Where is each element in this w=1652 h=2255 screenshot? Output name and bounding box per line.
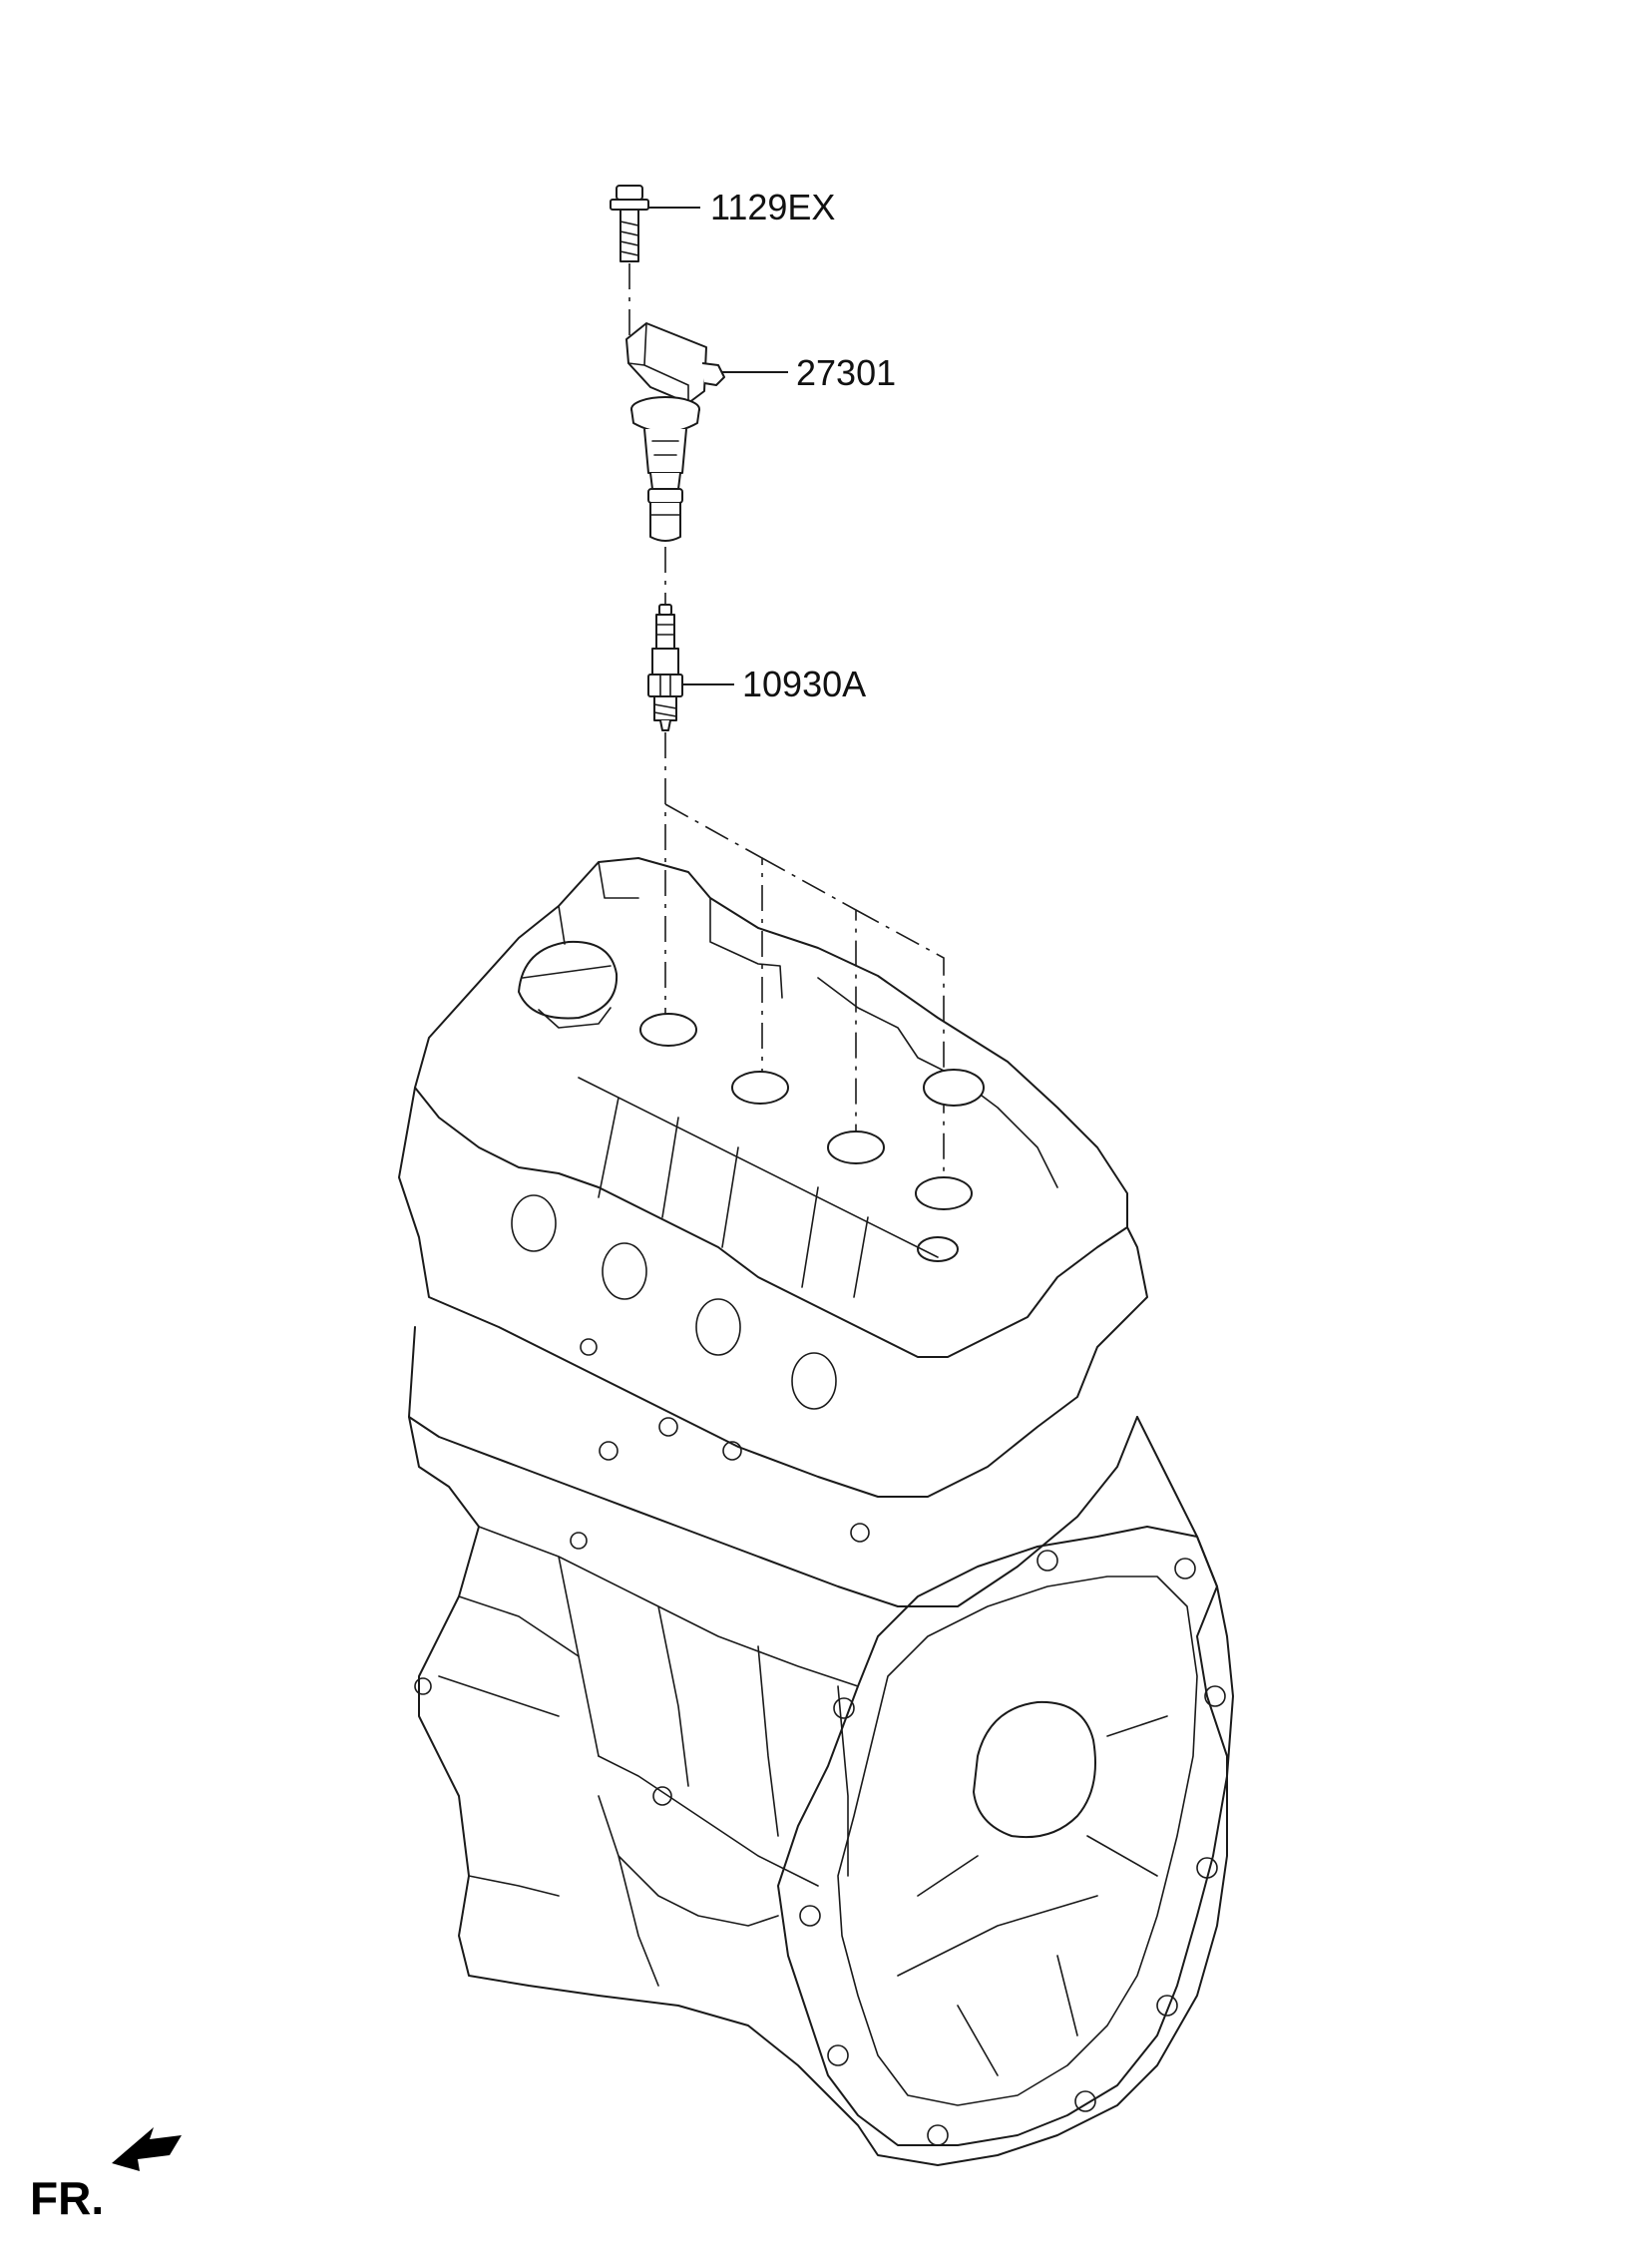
- cylinder-guide-lines: [664, 732, 945, 1187]
- ignition-coil-part[interactable]: [625, 322, 725, 542]
- bolt-part-number[interactable]: 1129EX: [710, 187, 836, 227]
- bolt-part[interactable]: [610, 185, 649, 262]
- front-direction-label: FR.: [30, 2172, 105, 2224]
- spark-plug-part[interactable]: [647, 604, 683, 731]
- front-direction-arrow-icon: [112, 2127, 182, 2171]
- ignition-coil-part-number[interactable]: 27301: [796, 352, 897, 393]
- engine-assembly: [398, 857, 1234, 2166]
- spark-plug-part-number[interactable]: 10930A: [742, 664, 867, 704]
